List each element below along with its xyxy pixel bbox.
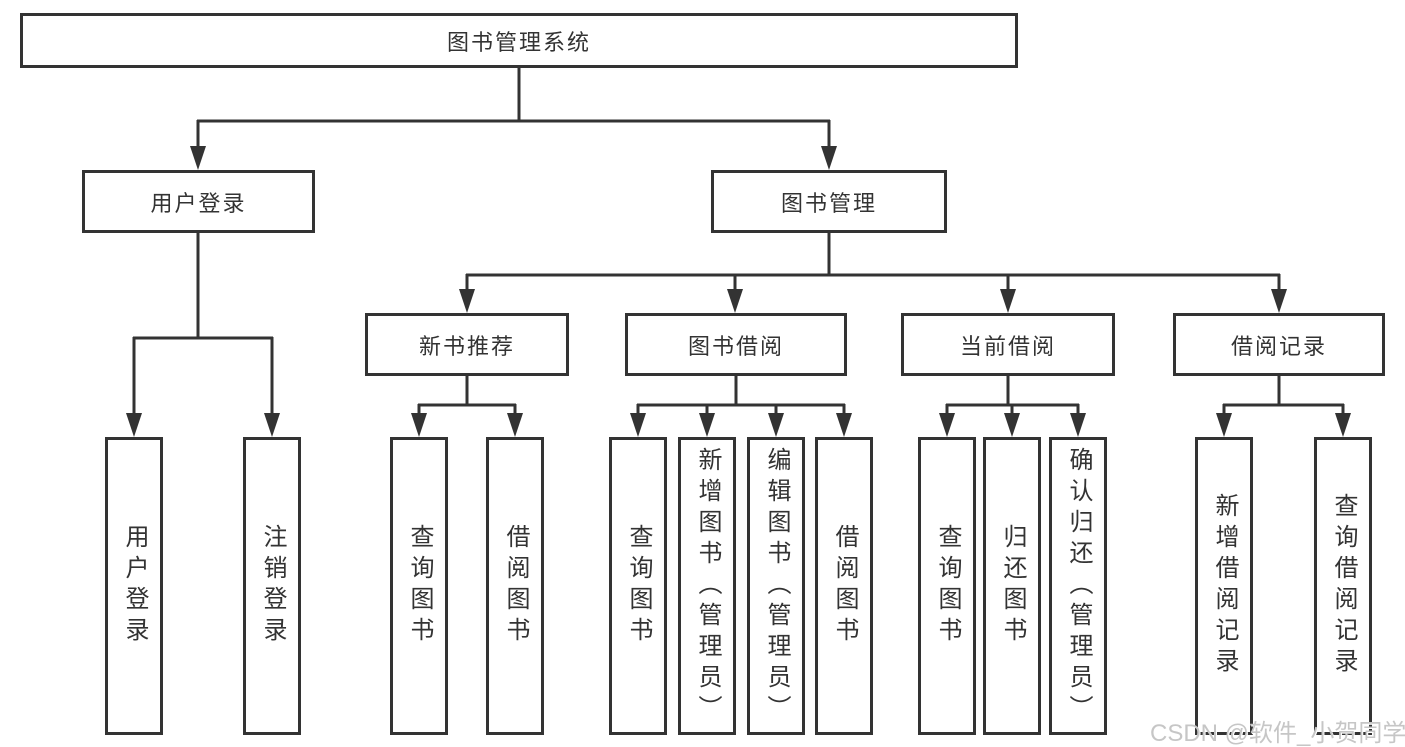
arrowheads: [126, 146, 1351, 437]
node-leaf-add-books-admin: 新增图书（管理员）: [678, 437, 736, 735]
connector-root-to-level2: [196, 68, 831, 148]
arrowhead: [1335, 413, 1351, 437]
arrowhead: [1216, 413, 1232, 437]
arrowhead: [821, 146, 837, 170]
arrowhead: [1004, 413, 1020, 437]
node-leaf-borrow-books-recommend: 借阅图书: [486, 437, 544, 735]
connector-paths: [132, 68, 1345, 415]
connector-records-to-leaves: [1222, 376, 1345, 415]
arrowhead: [1271, 289, 1287, 313]
node-book-management-module: 图书管理: [711, 170, 947, 233]
arrowhead: [190, 146, 206, 170]
arrowhead: [699, 413, 715, 437]
node-root-system: 图书管理系统: [20, 13, 1018, 68]
node-leaf-edit-books-admin: 编辑图书（管理员）: [747, 437, 805, 735]
connector-userlogin-to-leaves: [132, 233, 274, 415]
node-book-borrow: 图书借阅: [625, 313, 847, 376]
arrowhead: [939, 413, 955, 437]
node-current-borrow: 当前借阅: [901, 313, 1115, 376]
node-leaf-query-books-recommend: 查询图书: [390, 437, 448, 735]
connector-current-to-leaves: [945, 376, 1080, 415]
node-leaf-query-borrow-record: 查询借阅记录: [1314, 437, 1372, 735]
node-leaf-logout: 注销登录: [243, 437, 301, 735]
node-leaf-query-books-current: 查询图书: [918, 437, 976, 735]
csdn-watermark: CSDN @软件_小贺同学: [1150, 720, 1405, 747]
arrowhead: [459, 289, 475, 313]
connector-borrow-to-leaves: [636, 376, 846, 415]
node-leaf-add-borrow-record: 新增借阅记录: [1195, 437, 1253, 735]
node-leaf-query-books-borrow: 查询图书: [609, 437, 667, 735]
node-user-login-module: 用户登录: [82, 170, 315, 233]
arrowhead: [411, 413, 427, 437]
node-leaf-user-login: 用户登录: [105, 437, 163, 735]
node-borrow-records: 借阅记录: [1173, 313, 1385, 376]
arrowhead: [630, 413, 646, 437]
arrowhead: [1070, 413, 1086, 437]
arrowhead: [126, 413, 142, 437]
arrowhead: [1000, 289, 1016, 313]
arrowhead: [264, 413, 280, 437]
node-leaf-return-books: 归还图书: [983, 437, 1041, 735]
connector-bookmgmt-to-level3: [465, 233, 1281, 291]
connector-newbooks-to-leaves: [417, 376, 517, 415]
arrowhead: [768, 413, 784, 437]
node-leaf-borrow-books: 借阅图书: [815, 437, 873, 735]
arrowhead: [507, 413, 523, 437]
node-new-book-recommend: 新书推荐: [365, 313, 569, 376]
node-leaf-confirm-return-admin: 确认归还（管理员）: [1049, 437, 1107, 735]
arrowhead: [836, 413, 852, 437]
arrowhead: [727, 289, 743, 313]
